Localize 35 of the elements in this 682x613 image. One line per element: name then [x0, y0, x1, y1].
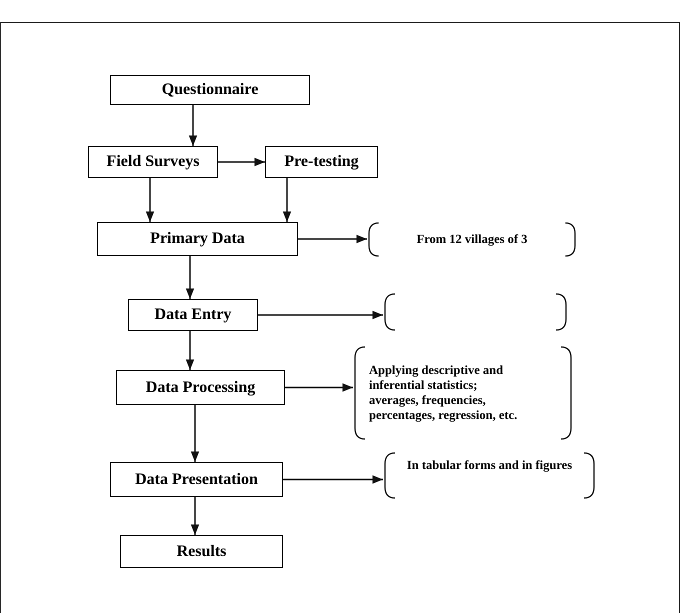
process-box	[116, 370, 285, 405]
arrow	[186, 331, 194, 370]
note-text: From 12 villages of 3	[416, 232, 528, 247]
bracket-note	[383, 293, 568, 331]
arrow	[218, 158, 265, 166]
arrow	[285, 383, 353, 392]
arrow	[282, 178, 292, 222]
bracket-note	[383, 452, 596, 499]
box-label: Data Entry	[154, 306, 232, 324]
box-label: Results	[176, 542, 226, 560]
bracket-note	[367, 222, 577, 257]
process-box	[128, 299, 258, 331]
arrow	[190, 405, 200, 462]
process-box	[88, 146, 218, 178]
box-label: Field Surveys	[106, 153, 200, 171]
note-text: Applying descriptive and inferential statistics; averages, frequencies, percentages, regression, etc.	[369, 363, 518, 423]
arrow	[190, 497, 200, 535]
process-box	[110, 75, 310, 105]
box-label: Primary Data	[150, 230, 245, 248]
arrow	[283, 475, 383, 484]
bracket-note	[353, 346, 573, 440]
box-label: Data Processing	[146, 378, 256, 396]
arrow	[186, 256, 194, 299]
process-box	[97, 222, 298, 256]
note-text: In tabular forms and in figures	[406, 458, 572, 473]
arrow	[258, 310, 383, 320]
arrow	[298, 234, 367, 244]
arrow	[188, 105, 198, 146]
process-box	[120, 535, 283, 568]
arrow	[146, 178, 154, 222]
box-label: Questionnaire	[162, 81, 258, 99]
process-box	[110, 462, 283, 497]
box-label: Data Presentation	[135, 470, 258, 488]
process-box	[265, 146, 378, 178]
box-label: Pre-testing	[284, 153, 359, 171]
